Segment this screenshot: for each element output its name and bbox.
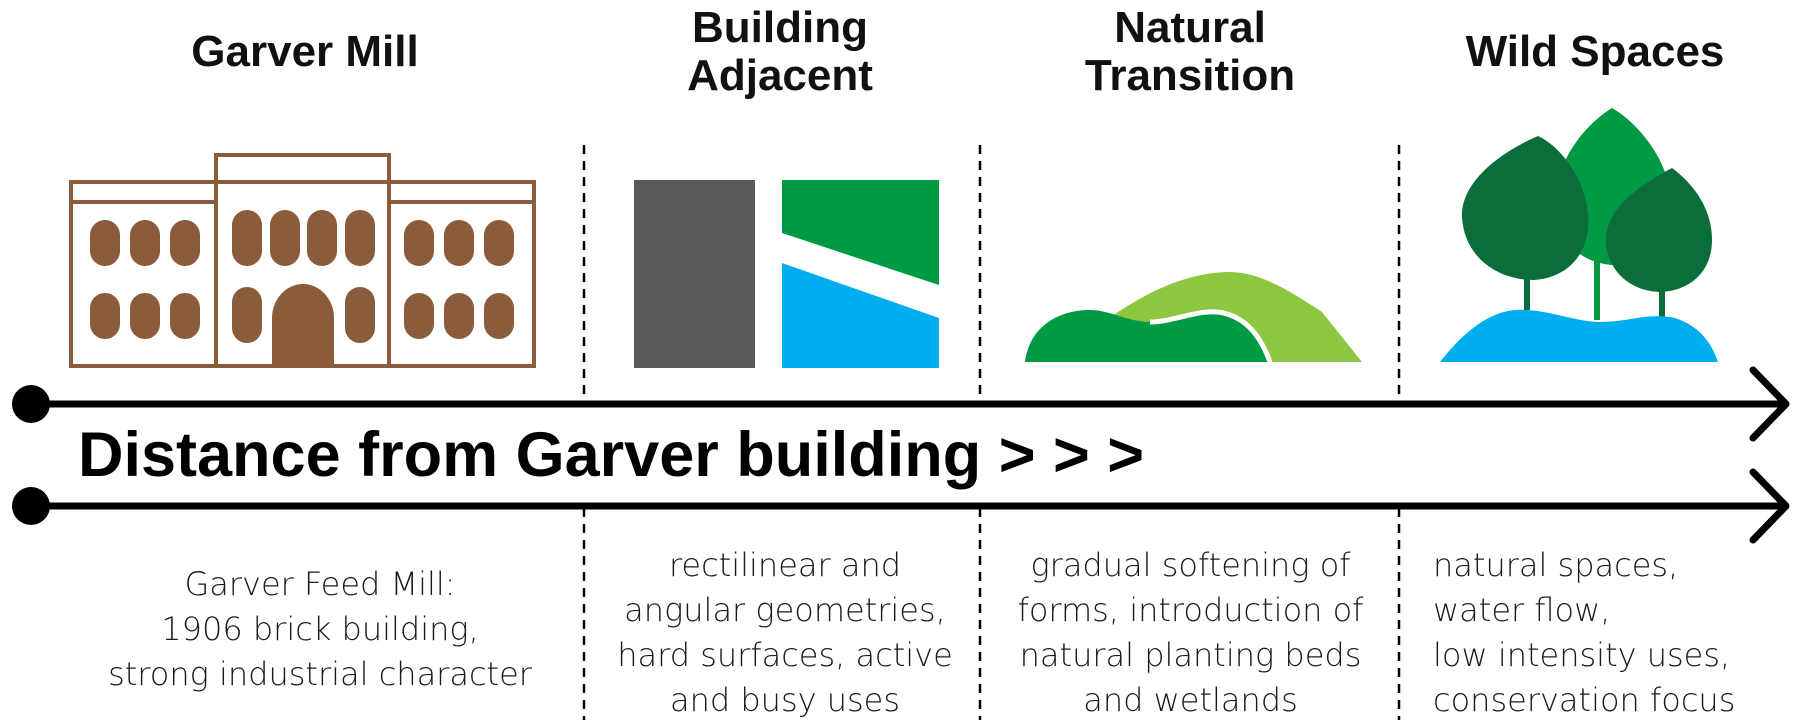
column-description-natural-transition: gradual softening of forms, introduction…	[1017, 546, 1364, 719]
rolling-hills-icon	[1025, 272, 1362, 363]
column-description-building-adjacent: rectilinear and angular geometries, hard…	[617, 546, 953, 719]
axis-arrows	[12, 366, 1790, 544]
lower-arrow-head	[1749, 468, 1790, 544]
column-title-wild-spaces: Wild Spaces	[1465, 27, 1725, 76]
column-title-building-adjacent: Building Adjacent	[687, 3, 873, 100]
trees-water-icon	[1440, 108, 1718, 362]
column-title-garver-mill: Garver Mill	[191, 27, 419, 76]
axis-label: Distance from Garver building > > >	[78, 420, 1145, 490]
rectilinear-blocks-icon	[634, 180, 939, 368]
upper-arrow-head	[1749, 366, 1790, 442]
brick-building-icon	[69, 153, 536, 368]
column-description-wild-spaces: natural spaces, water flow, low intensit…	[1433, 546, 1736, 719]
column-dividers	[582, 145, 1401, 720]
column-title-natural-transition: Natural Transition	[1084, 3, 1296, 100]
column-description-garver-mill: Garver Feed Mill: 1906 brick building, s…	[108, 565, 532, 693]
